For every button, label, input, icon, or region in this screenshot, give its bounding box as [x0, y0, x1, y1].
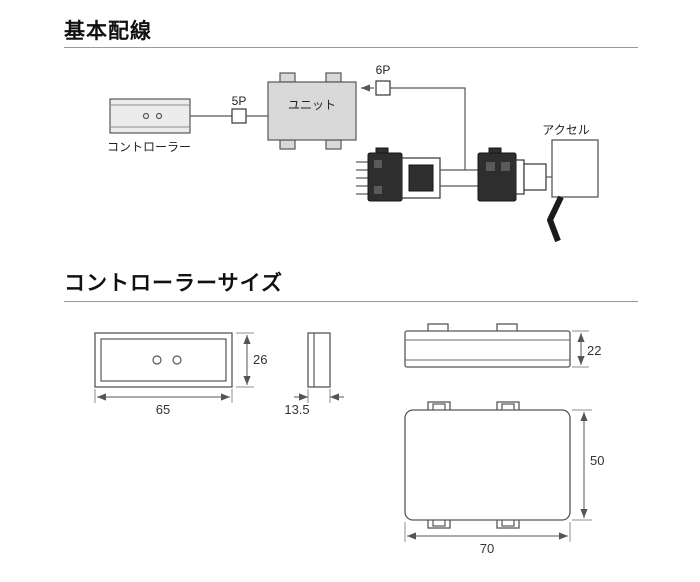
harness-left-connector [367, 152, 403, 202]
harness-right-connector-detail [501, 162, 510, 171]
harness-small-connector [523, 163, 547, 191]
controller-led-right [155, 112, 163, 120]
front-hole-right [172, 355, 182, 365]
dim-controller-width-value: 65 [156, 402, 170, 417]
section-wiring-title: 基本配線 [64, 20, 152, 43]
unit-top-view [404, 401, 571, 529]
harness-small-connector-tab [515, 159, 525, 195]
unit-side-body [404, 330, 571, 368]
dim-unit-height-value: 22 [587, 343, 601, 358]
harness-connectors [356, 147, 552, 202]
unit-box: ユニット [267, 72, 357, 150]
dim-controller-width: 65 [94, 389, 233, 417]
harness-right-connector-detail [486, 162, 495, 171]
side-outer-rect [307, 332, 331, 388]
connector-6p-box [375, 80, 391, 96]
harness-left-connector-detail [374, 186, 382, 194]
dim-unit-depth: 50 [572, 409, 604, 521]
unit-tab-top-left [279, 72, 296, 83]
controller-side-view [307, 332, 331, 388]
controller-label: コントローラー [107, 140, 191, 154]
front-hole-left [152, 355, 162, 365]
wire-6p-route [390, 87, 466, 170]
controller-body [109, 98, 191, 134]
dim-controller-height-value: 26 [253, 352, 267, 367]
controller-led-left [142, 112, 150, 120]
unit-body [267, 81, 357, 141]
dim-unit-width: 70 [404, 522, 571, 556]
unit-tab-top-right [325, 72, 342, 83]
accelerator-box [551, 139, 599, 198]
unit-tab-bottom-right [325, 139, 342, 150]
section-size-divider [64, 301, 638, 302]
accelerator-cable [547, 195, 564, 243]
dim-controller-depth: 13.5 [284, 389, 344, 417]
unit-label: ユニット [288, 98, 336, 112]
controller-box [109, 98, 191, 134]
unit-tab-bottom-left [279, 139, 296, 150]
harness-middle-connector-cavity [408, 164, 434, 192]
harness-left-pins [356, 161, 368, 195]
wiring-diagram: コントローラー 5P ユニット 6P [107, 63, 599, 243]
dim-controller-depth-value: 13.5 [284, 402, 309, 417]
size-drawings: 26 65 13.5 [94, 323, 604, 556]
connector-6p-label: 6P [376, 63, 391, 77]
harness-right-connector [477, 152, 517, 202]
unit-top-body [404, 409, 571, 521]
front-inner-rect [100, 338, 227, 382]
dim-unit-width-value: 70 [480, 541, 494, 556]
section-wiring-divider [64, 47, 638, 48]
accelerator-label: アクセル [542, 123, 589, 137]
unit-side-view [404, 323, 571, 368]
connector-5p-box [231, 108, 247, 124]
dim-unit-depth-value: 50 [590, 453, 604, 468]
section-size-title: コントローラーサイズ [64, 272, 283, 295]
connector-5p-label: 5P [232, 94, 247, 108]
harness-left-connector-detail [374, 160, 382, 168]
dim-unit-height: 22 [572, 330, 601, 368]
dim-controller-height: 26 [236, 332, 267, 388]
front-outer-rect [94, 332, 233, 388]
controller-front-view [94, 332, 233, 388]
